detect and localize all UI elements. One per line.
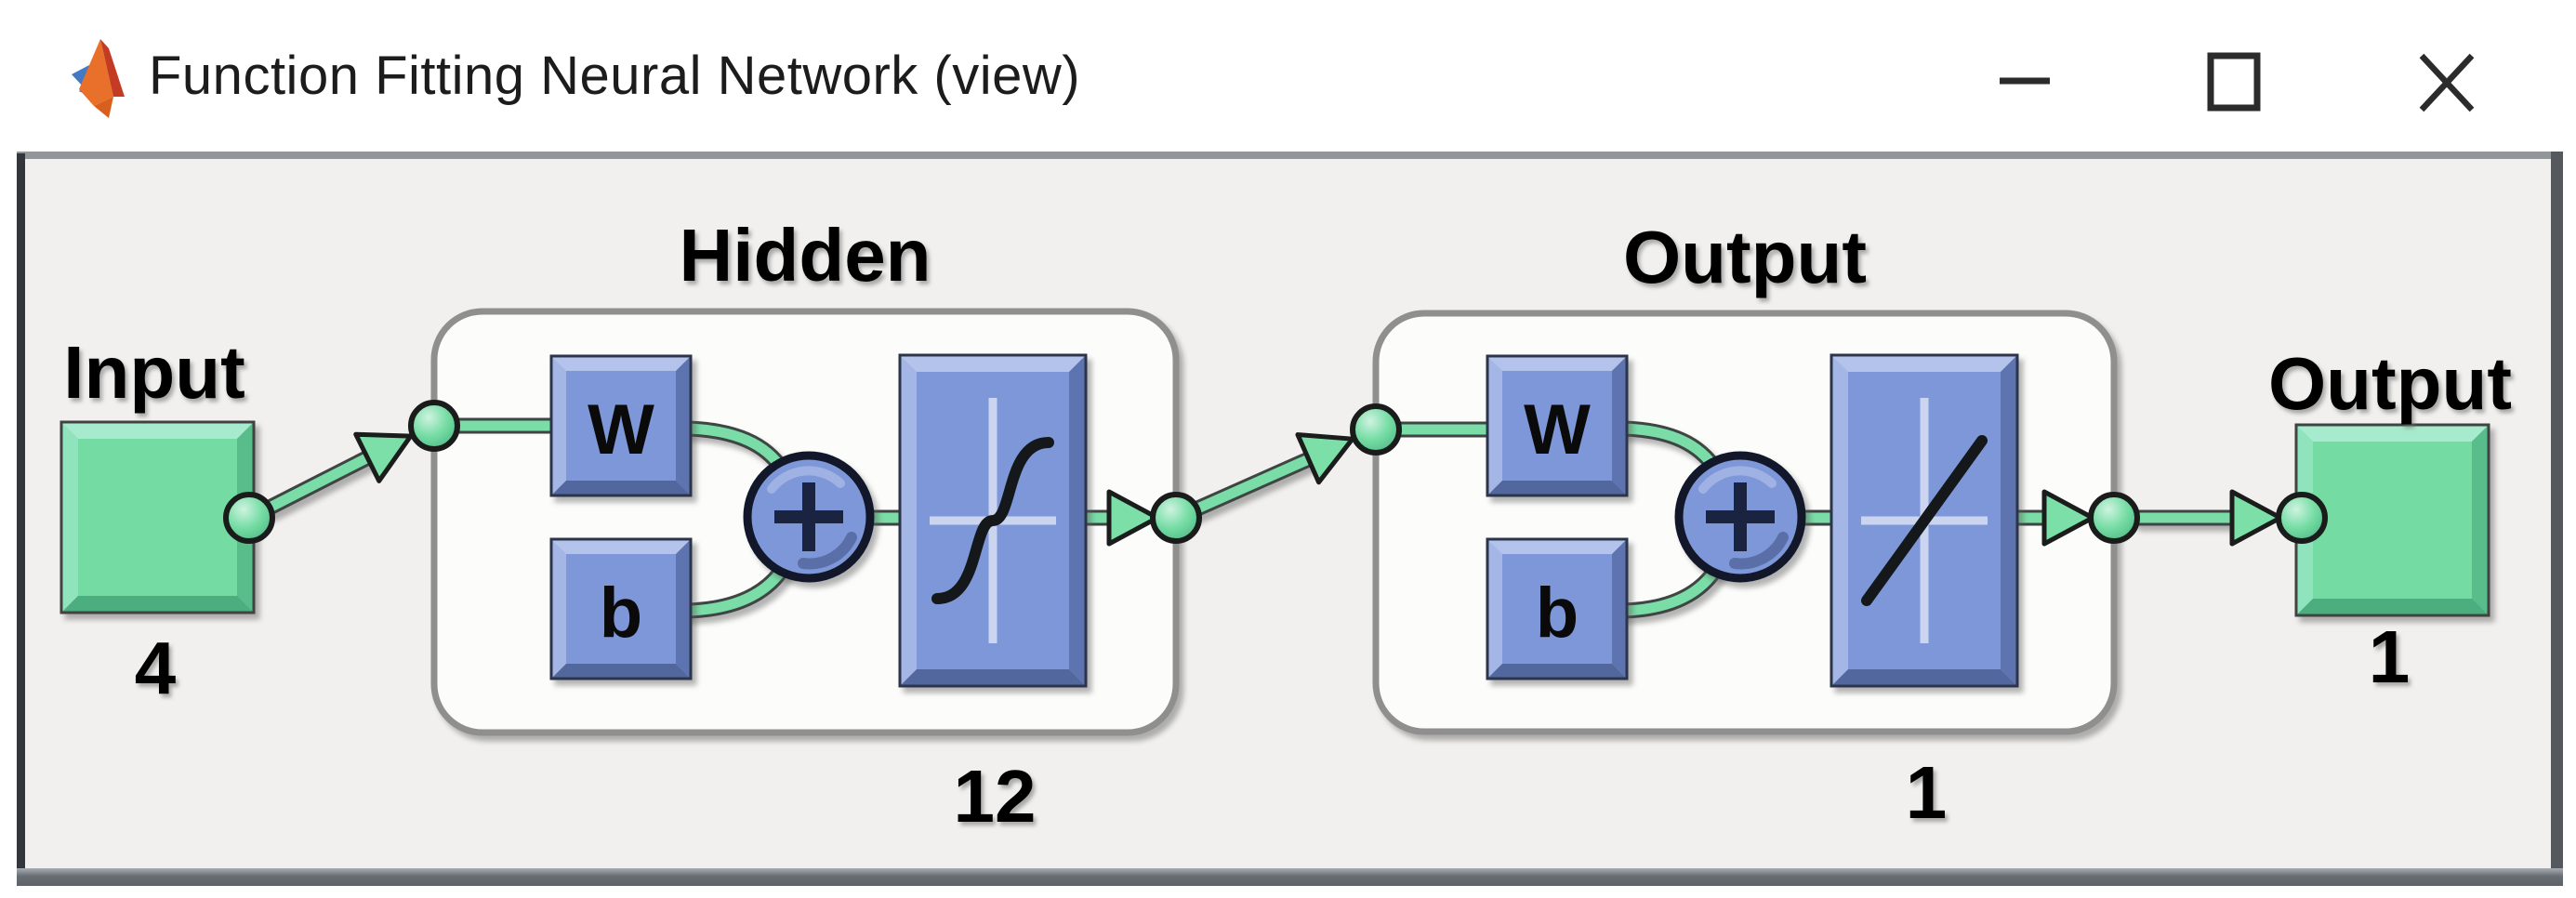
hidden-sum-plus-icon bbox=[747, 456, 870, 578]
hidden-layer-size: 12 bbox=[954, 755, 1037, 838]
title-bar[interactable]: Function Fitting Neural Network (view) bbox=[0, 0, 2576, 152]
output-weight-label: W bbox=[1524, 390, 1591, 469]
linear-line-icon bbox=[1861, 435, 1988, 606]
hidden-out-port-circle bbox=[1153, 495, 1199, 541]
window-border-right bbox=[2551, 0, 2563, 885]
window-border-bottom bbox=[17, 868, 2563, 886]
window-title: Function Fitting Neural Network (view) bbox=[149, 46, 1081, 106]
output-node-port-circle bbox=[2279, 495, 2325, 541]
hidden-weight-label: W bbox=[588, 390, 654, 469]
output-in-port-circle bbox=[1353, 406, 1399, 453]
output-layer-title: Output bbox=[1623, 216, 1867, 298]
output-layer-size: 1 bbox=[1906, 751, 1948, 834]
hidden-in-port-circle bbox=[411, 403, 457, 449]
sigmoid-curve-icon bbox=[931, 437, 1054, 604]
input-dimension: 4 bbox=[135, 627, 177, 709]
window-border-left bbox=[17, 153, 25, 885]
input-port-circle bbox=[226, 495, 272, 541]
output-sum-plus-icon bbox=[1679, 456, 1802, 578]
minimize-icon bbox=[2000, 77, 2050, 85]
titlebar-separator bbox=[17, 152, 2563, 159]
matlab-logo-icon bbox=[72, 39, 125, 118]
connection-hidden-to-output bbox=[1187, 450, 1319, 518]
maximize-button[interactable] bbox=[2180, 0, 2288, 152]
hidden-bias-label: b bbox=[600, 574, 642, 653]
arrow-to-output-node-icon bbox=[2232, 492, 2280, 544]
maximize-icon bbox=[2207, 52, 2261, 112]
close-icon bbox=[2419, 53, 2475, 112]
connection-input-to-hidden bbox=[261, 447, 380, 516]
hidden-layer-title: Hidden bbox=[679, 214, 931, 297]
close-button[interactable] bbox=[2393, 0, 2501, 152]
output-bias-label: b bbox=[1536, 574, 1579, 653]
hidden-transfer-block bbox=[898, 353, 1088, 688]
minimize-button[interactable] bbox=[1971, 0, 2079, 152]
output-out-port-circle bbox=[2091, 495, 2137, 541]
output-transfer-block bbox=[1830, 353, 2019, 688]
output-label: Output bbox=[2268, 342, 2512, 425]
output-dimension: 1 bbox=[2369, 615, 2411, 698]
input-label: Input bbox=[63, 331, 244, 414]
